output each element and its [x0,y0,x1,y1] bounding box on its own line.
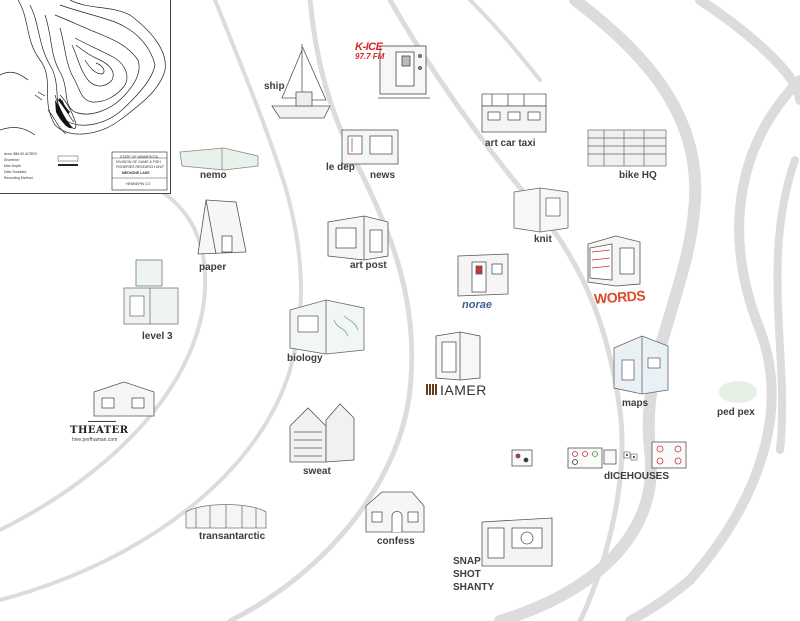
label-knit: knit [534,234,552,245]
label-art-car-taxi: art car taxi [485,138,536,149]
biology-shanty-icon[interactable] [286,296,368,356]
label-snap: SNAP [453,556,481,567]
road-center [227,0,415,621]
maps-shanty-icon[interactable] [608,332,672,396]
label-maps: maps [622,398,649,409]
label-dicehouses: dICEHOUSES [604,471,670,482]
dicehouse-large-icon[interactable] [648,438,690,472]
label-le-dep: le dep [326,162,355,173]
road-west [0,183,208,532]
road-east [494,0,702,621]
words-shanty-icon[interactable] [582,230,644,288]
road-far-east [625,0,800,621]
iamer-logo-mark [426,384,438,395]
k-ice-shanty-icon[interactable] [376,42,432,102]
iamer-logo: IAMER [440,382,487,398]
norae-shanty-icon[interactable] [452,250,514,300]
label-ped-pex: ped pex [717,407,755,418]
k-ice-logo-freq: 97.7 FM [355,52,385,61]
label-transantarctic: transantarctic [199,531,266,542]
label-snap-shot-shanty: SNAP SHOT SHANTY [453,555,494,594]
label-paper: paper [199,262,227,273]
sweat-shanty-icon[interactable] [286,400,358,466]
road-far-east-2 [773,156,799,454]
theater-shanty-icon[interactable] [88,378,160,420]
knit-shanty-icon[interactable] [510,184,572,234]
label-bike-hq: bike HQ [619,170,657,181]
theater-logo: THEATER [70,425,129,436]
art-post-shanty-icon[interactable] [324,212,392,262]
inset-title-line-2: DIVISION OF GAME & FISH [116,160,161,164]
ped-pex-shanty-icon[interactable] [719,381,757,403]
norae-logo: norae [462,299,492,311]
inset-note-3: Max Depth [4,164,21,168]
dicehouse-dice-icon[interactable] [622,448,640,464]
transantarctic-shanty-icon[interactable] [182,498,270,532]
inset-note-5: Recording Method [4,176,33,180]
dicehouse-small-icon[interactable] [508,446,538,470]
level-3-shanty-icon[interactable] [120,256,182,328]
label-biology: biology [287,353,323,364]
inset-note-4: Date Sounded [4,170,27,174]
le-dep-news-shanty-icon[interactable] [338,124,402,168]
inset-county: HENNEPIN CO [126,182,151,186]
label-sweat: sweat [303,466,331,477]
road-north [468,0,542,82]
dicehouse-middle-icon[interactable] [566,444,618,472]
label-news: news [370,170,396,181]
contour-lines [0,0,168,191]
theater-logo-url: hive.perfhaman.com [72,437,118,443]
confess-shanty-icon[interactable] [362,486,428,536]
inset-note-1: Area: 886.90 ACRES [4,152,37,156]
iamer-shanty-icon[interactable] [430,330,486,382]
theater-logo-top: ▬▬▬▬▬▬▬▬ [88,419,116,423]
k-ice-logo: K-ICE 97.7 FM [355,41,385,62]
label-nemo: nemo [200,170,227,181]
lake-depth-inset-map: STATE OF MINNESOTA DIVISION OF GAME & FI… [0,0,171,194]
road-center-east [387,0,625,621]
inset-title-line-1: STATE OF MINNESOTA [120,155,159,159]
inset-title-line-3: FISHERIES RESEARCH UNIT [116,165,165,169]
art-car-taxi-shanty-icon[interactable] [478,86,550,138]
label-shot: SHOT [453,569,481,580]
bike-hq-shanty-icon[interactable] [584,126,670,170]
nemo-shanty-icon[interactable] [178,140,262,174]
label-shanty: SHANTY [453,582,495,593]
label-ship: ship [264,81,285,92]
k-ice-logo-text: K-ICE [355,41,383,53]
label-confess: confess [377,536,415,547]
paper-shanty-icon[interactable] [192,196,252,260]
inset-lake-name: MEDICINE LAKE [122,171,150,175]
inset-note-2: Shoreline: [4,158,20,162]
label-art-post: art post [350,260,387,271]
snap-shot-shanty-icon[interactable] [478,514,556,570]
ship-shanty-icon[interactable] [268,42,336,122]
label-level-3: level 3 [142,331,173,342]
